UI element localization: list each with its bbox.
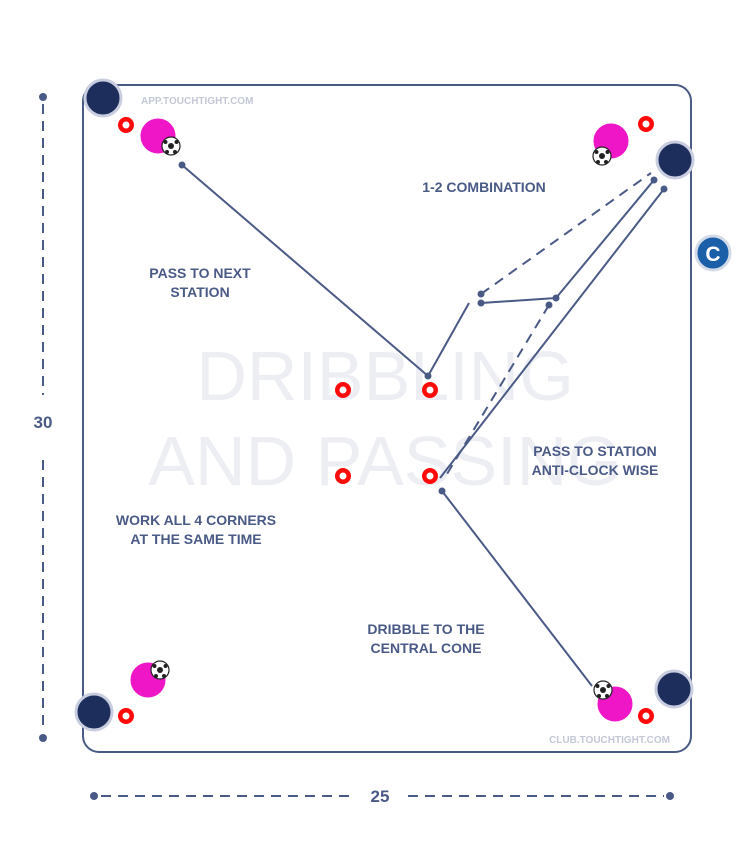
label-work-corners-2: AT THE SAME TIME <box>130 531 261 547</box>
width-dimension: 25 <box>90 787 674 806</box>
football-icon <box>592 146 612 166</box>
cone-icon <box>335 468 351 484</box>
title-line-1: DRIBBLING <box>196 337 573 415</box>
player-icon <box>74 692 114 732</box>
cone-icon <box>422 468 438 484</box>
movement-paths <box>178 161 668 687</box>
coach-letter: C <box>705 243 720 266</box>
label-combination: 1-2 COMBINATION <box>422 179 545 195</box>
football-icon <box>161 136 181 156</box>
label-dribble-1: DRIBBLE TO THE <box>367 621 484 637</box>
cone-icon <box>422 382 438 398</box>
label-pass-anti-1: PASS TO STATION <box>533 443 656 459</box>
watermark-bottom: CLUB.TOUCHTIGHT.COM <box>549 735 670 746</box>
width-label: 25 <box>371 787 390 806</box>
title-line-2: AND PASSING <box>148 422 621 500</box>
coach-icon: C <box>694 234 732 272</box>
label-pass-anti-2: ANTI-CLOCK WISE <box>532 462 659 478</box>
cone-icon <box>118 117 134 133</box>
cone-icon <box>638 116 654 132</box>
label-pass-next-1: PASS TO NEXT <box>149 265 251 281</box>
label-dribble-2: CENTRAL CONE <box>371 640 482 656</box>
football-icon <box>150 660 170 680</box>
cone-icon <box>335 382 351 398</box>
football-icon <box>593 680 613 700</box>
label-pass-next-2: STATION <box>170 284 229 300</box>
cone-icon <box>638 708 654 724</box>
player-icon <box>655 140 695 180</box>
cone-icon <box>118 708 134 724</box>
player-icon <box>83 78 123 118</box>
watermark-top: APP.TOUCHTIGHT.COM <box>141 96 253 107</box>
label-work-corners-1: WORK ALL 4 CORNERS <box>116 512 276 528</box>
height-dimension: 30 <box>34 93 53 742</box>
player-icon <box>654 669 694 709</box>
height-label: 30 <box>34 413 53 432</box>
